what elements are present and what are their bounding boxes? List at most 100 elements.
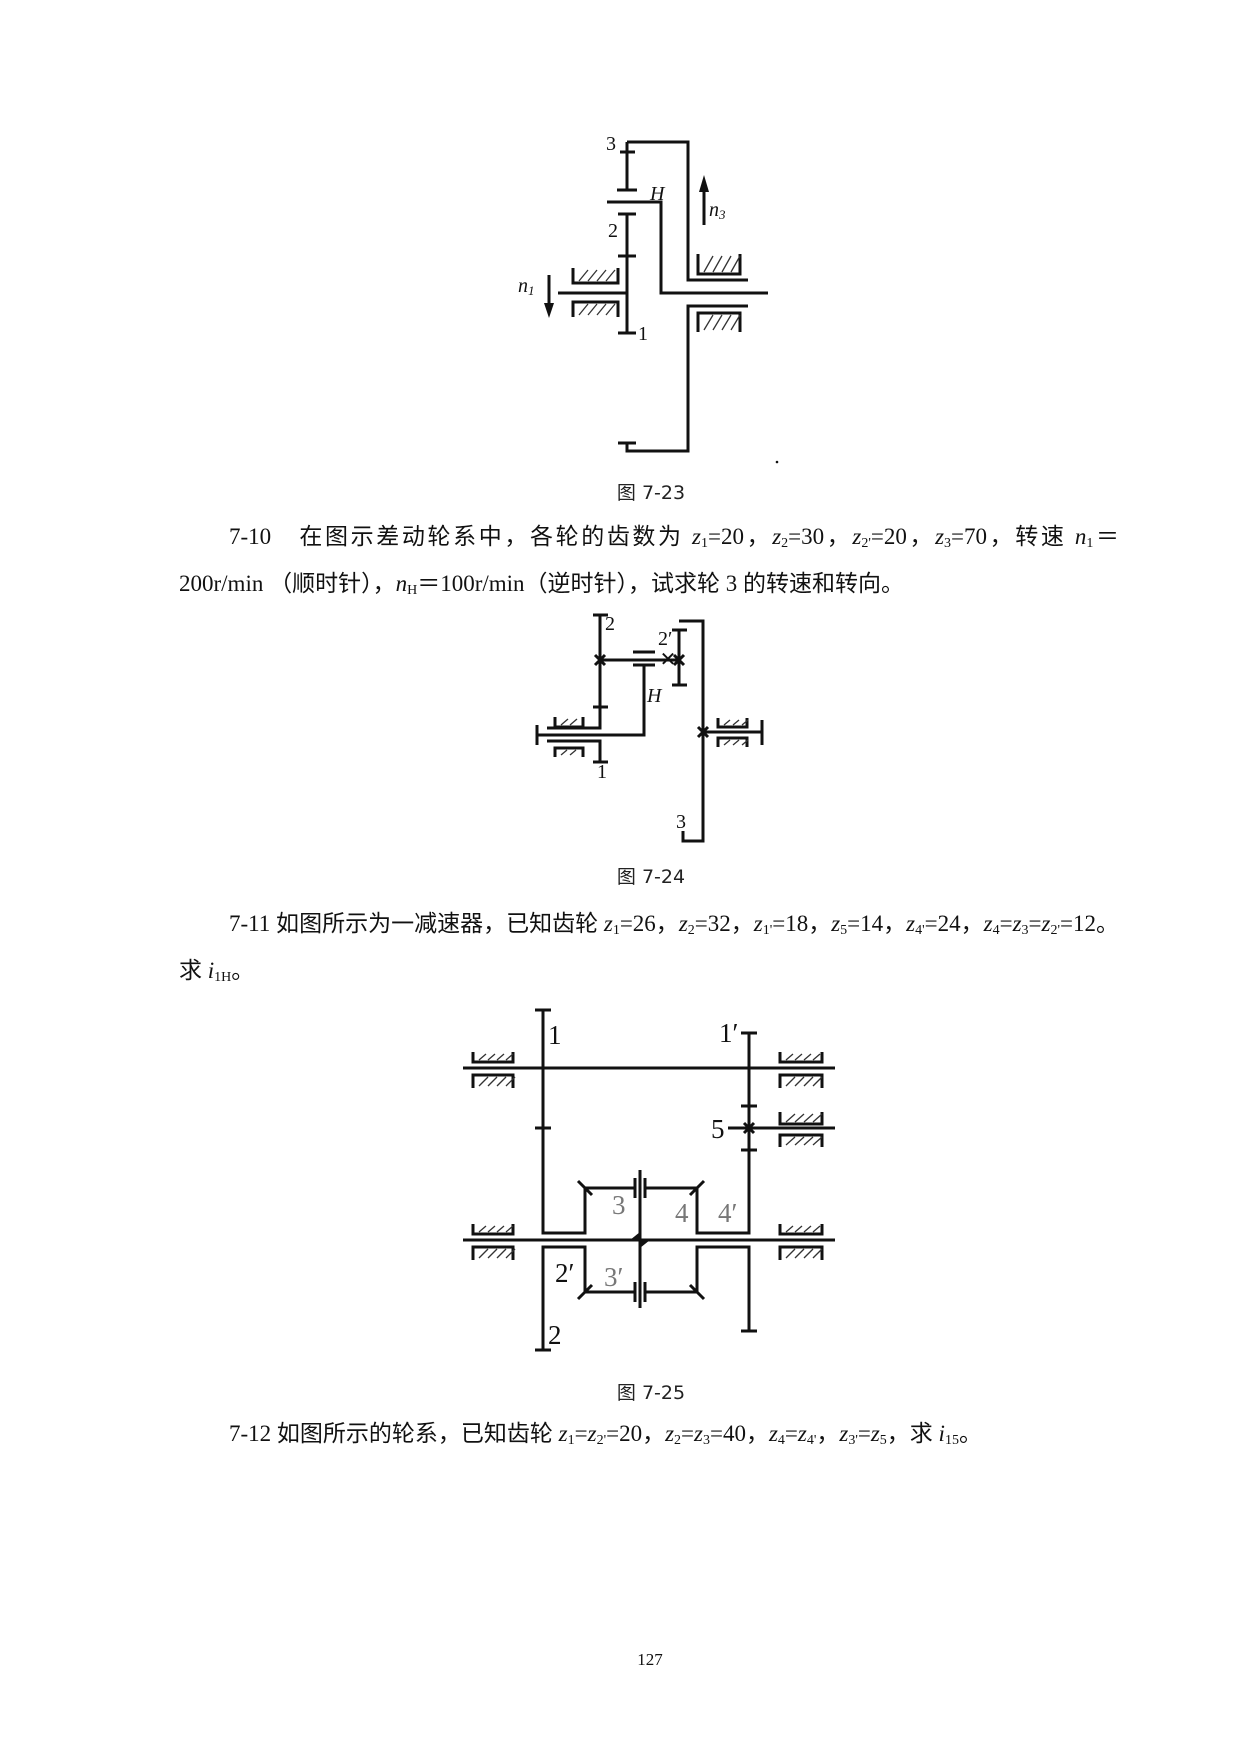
math-subscript: 2 <box>674 1433 682 1448</box>
math-variable: z <box>935 524 945 549</box>
math-variable: z <box>772 524 782 549</box>
bearing-hatch-icon <box>471 1245 516 1260</box>
math-variable: n <box>395 571 408 596</box>
label-gear-1-prime: 1′ <box>719 1018 738 1048</box>
math-subscript: 2 <box>687 923 695 938</box>
figure-caption: 图 7-24 <box>616 866 686 888</box>
math-variable: z <box>1041 911 1051 936</box>
label-gear-2: 2 <box>608 220 618 242</box>
carrier-h <box>535 650 655 745</box>
math-subscript: 3 <box>944 536 952 551</box>
math-variable: z <box>870 1421 880 1446</box>
gear-2-prime <box>672 628 687 687</box>
text-run: 。 <box>958 1421 982 1446</box>
text-run: =32， <box>694 911 754 936</box>
math-subscript: 15 <box>944 1433 959 1448</box>
label-gear-4: 4 <box>675 1198 689 1228</box>
math-variable: z <box>603 911 613 936</box>
label-gear-3-prime: 3′ <box>604 1262 623 1292</box>
label-gear-1: 1 <box>638 323 648 345</box>
page-number: 127 <box>637 1650 663 1669</box>
math-subscript: 4 <box>777 1433 785 1448</box>
bearing-hatch-icon <box>778 1112 824 1126</box>
text-run: = <box>999 911 1013 936</box>
label-n3: n3 <box>709 199 726 222</box>
n3-arrowhead-icon <box>699 175 709 192</box>
text-run: =30， <box>788 524 853 549</box>
figure-caption: 图 7-23 <box>616 482 686 504</box>
math-variable: z <box>558 1421 568 1446</box>
math-subscript: 4' <box>806 1433 817 1448</box>
label-gear-3: 3 <box>606 133 616 155</box>
label-gear-2: 2 <box>605 613 615 635</box>
gear-2-and-1 <box>558 212 636 335</box>
carrier-h <box>607 200 768 295</box>
math-subscript: H <box>407 583 418 598</box>
math-variable: z <box>797 1421 807 1446</box>
bearing-hatch-icon <box>471 1224 515 1236</box>
text-run: =18， <box>772 911 832 936</box>
bearing-hatch-icon <box>778 1052 824 1064</box>
text-run: =14， <box>847 911 907 936</box>
math-subscript: 2' <box>596 1433 607 1448</box>
figure-caption: 图 7-25 <box>616 1382 686 1404</box>
x-mark-icon: ✕ <box>660 649 677 671</box>
gear-1 <box>535 1008 587 1235</box>
math-variable: z <box>983 911 993 936</box>
center-joint-icon <box>640 1240 650 1248</box>
gear-3-ring <box>617 140 748 453</box>
math-subscript: 1' <box>762 923 773 938</box>
text-run: =24， <box>924 911 984 936</box>
math-subscript: 2' <box>861 536 871 551</box>
bearing-hatch-icon <box>696 311 742 332</box>
math-variable: z <box>906 911 916 936</box>
gear-3 <box>679 619 764 843</box>
bearing-hatch-icon <box>778 1073 824 1088</box>
math-variable: z <box>692 524 701 549</box>
label-gear-1: 1 <box>548 1020 562 1050</box>
label-gear-3: 3 <box>612 1190 626 1220</box>
gear-2 <box>547 613 608 730</box>
bearing-hatch-icon <box>471 1073 516 1088</box>
math-subscript: 5 <box>840 923 848 938</box>
label-gear-2-prime: 2′ <box>555 1258 574 1288</box>
gear-4-prime-lower <box>695 1245 757 1333</box>
label-carrier-h: H <box>646 685 663 707</box>
text-run: = <box>681 1421 695 1446</box>
text-run: = <box>574 1421 588 1446</box>
gear-2 <box>535 1245 587 1352</box>
bevel-gears-lower <box>576 1282 706 1302</box>
text-run: = <box>857 1421 871 1446</box>
math-variable: z <box>831 911 841 936</box>
math-subscript: 1H <box>214 970 232 985</box>
text-run: =70，转速 <box>951 524 1075 549</box>
math-variable: z <box>587 1421 597 1446</box>
math-variable: n <box>1074 524 1087 549</box>
label-gear-1: 1 <box>597 761 607 783</box>
math-subscript: 3 <box>702 1433 710 1448</box>
label-gear-2: 2 <box>548 1320 562 1350</box>
figure-7-25-diagram: 1 1′ 5 3 4 4′ 2′ 3′ 2 <box>463 1008 835 1352</box>
math-variable: z <box>768 1421 778 1446</box>
text-run: = <box>1028 911 1042 936</box>
bevel-gears-upper <box>576 1178 706 1198</box>
label-gear-3: 3 <box>676 811 686 833</box>
bearing-hatch-icon <box>571 268 620 285</box>
math-variable: z <box>839 1421 849 1446</box>
label-gear-2-prime: 2′ <box>658 628 672 650</box>
problem-7-10: 7-10 在图示差动轮系中，各轮的齿数为 z1=20，z2=30，z2'=20，… <box>179 513 1119 607</box>
text-run: ＝200r/min （顺时针）， <box>179 524 1119 596</box>
label-n1: n1 <box>518 275 535 298</box>
text-run: 7-10 在图示差动轮系中，各轮的齿数为 <box>229 524 693 549</box>
label-gear-4-prime: 4′ <box>718 1198 737 1228</box>
text-run: =20， <box>870 524 936 549</box>
bearing-hatch-icon <box>553 717 585 729</box>
cross-joint-icon <box>593 653 710 739</box>
math-variable: z <box>852 524 862 549</box>
math-subscript: 4' <box>915 923 925 938</box>
text-run: ， <box>816 1421 840 1446</box>
text-run: = <box>784 1421 798 1446</box>
math-variable: z <box>665 1421 675 1446</box>
